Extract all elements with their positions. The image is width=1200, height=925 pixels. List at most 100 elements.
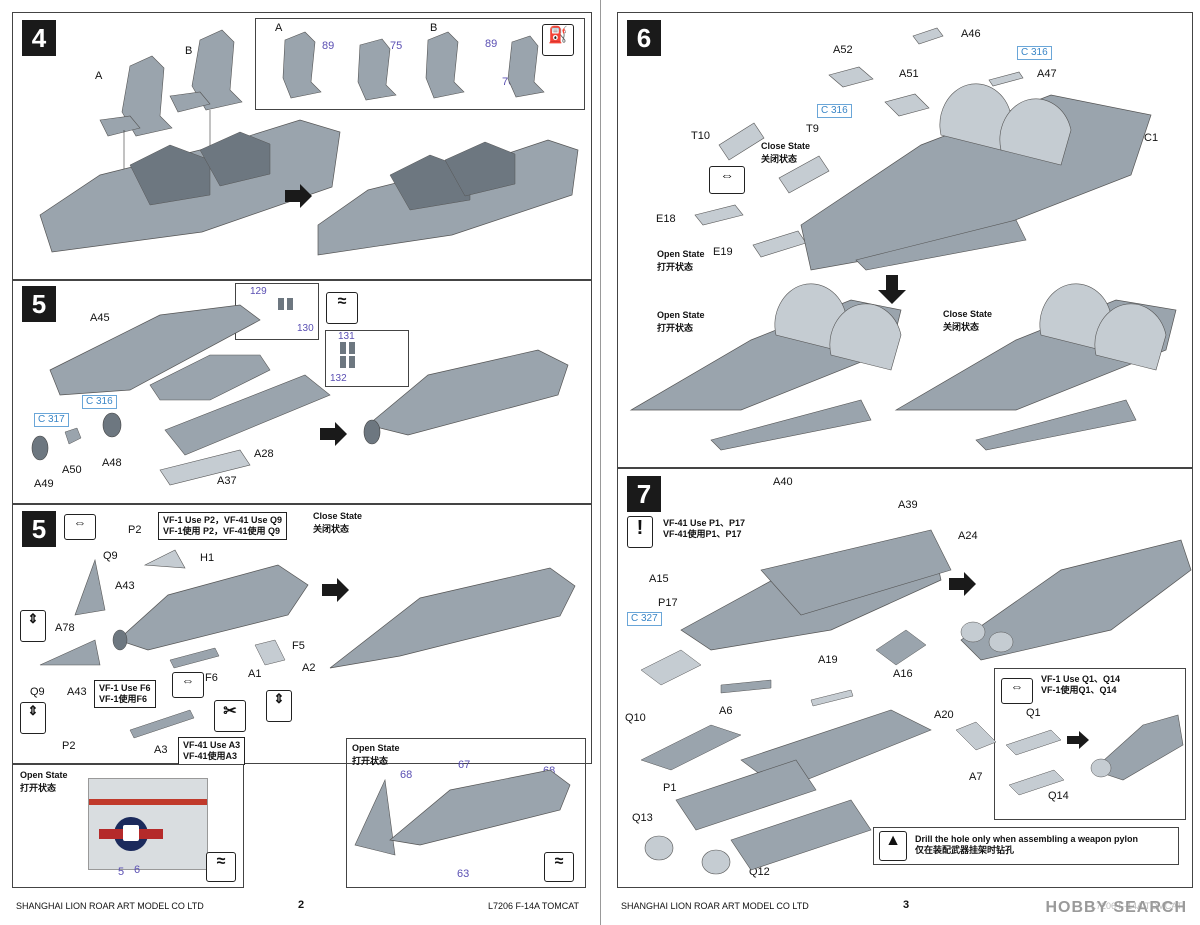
part-a48: A48 <box>102 457 122 469</box>
callout-c317: C 317 <box>34 413 69 427</box>
part-q9b: Q9 <box>30 686 45 698</box>
choice-icon-3[interactable]: ⇕ <box>20 702 46 734</box>
part-a40: A40 <box>773 476 793 488</box>
choice-icon-6[interactable]: ⇔ <box>709 166 745 194</box>
roundel-star <box>123 825 139 841</box>
seat-label-b: B <box>185 45 193 57</box>
inset-label-b: B <box>430 22 438 34</box>
note-p2-q9: VF-1 Use P2，VF-41 Use Q9 VF-1使用 P2，VF-41… <box>158 512 288 540</box>
part-p1: P1 <box>663 782 677 794</box>
step-5b-frame <box>12 504 592 764</box>
part-q1: Q1 <box>1026 707 1041 719</box>
decal-67: 67 <box>458 759 471 771</box>
warning-icon: ! <box>627 516 653 548</box>
choice-icon-5[interactable]: ⇕ <box>266 690 292 722</box>
part-a19: A19 <box>818 654 838 666</box>
part-a24: A24 <box>958 530 978 542</box>
step-5b-drawing <box>39 549 576 739</box>
note-vf1-line1: VF-1 Use Q1、Q14 <box>1041 674 1121 684</box>
callout-c327: C 327 <box>627 612 662 626</box>
part-f6: F6 <box>205 672 218 684</box>
part-h1: H1 <box>200 552 215 564</box>
step-4-number: 4 <box>22 20 56 56</box>
decal-131: 131 <box>338 331 355 342</box>
drill-icon: ▲ <box>879 831 907 861</box>
callout-c316: C 316 <box>82 395 117 409</box>
open-state-title-1: Open State <box>20 770 68 780</box>
part-q14: Q14 <box>1048 790 1069 802</box>
choice-icon-4[interactable]: ⇔ <box>172 672 204 698</box>
decal-5: 5 <box>118 866 125 878</box>
part-e19: E19 <box>713 246 733 258</box>
note-a3-line1: VF-41 Use A3 <box>183 740 241 750</box>
decal-63: 63 <box>457 868 470 880</box>
choice-icon-7[interactable]: ⇔ <box>1001 678 1033 704</box>
open-state-cn-1: 打开状态 <box>20 783 57 793</box>
seat-label-a: A <box>95 70 103 82</box>
part-89a: 89 <box>322 40 335 52</box>
part-a37: A37 <box>217 475 237 487</box>
decal-water-icon: ≈ <box>326 292 358 324</box>
part-a6: A6 <box>719 705 733 717</box>
step-4-drawing <box>39 29 579 256</box>
inset-label-a: A <box>275 22 283 34</box>
part-p2: P2 <box>128 524 142 536</box>
cut-icon: ✂ <box>214 700 246 732</box>
part-t10: T10 <box>691 130 710 142</box>
hobby-search-watermark: HOBBY SEARCH <box>1045 899 1187 916</box>
close-state-6b-cn: 关闭状态 <box>943 322 980 332</box>
step-5b-number: 5 <box>22 511 56 547</box>
part-a78: A78 <box>55 622 75 634</box>
decal-130: 130 <box>297 323 314 334</box>
note-p2-line1: VF-1 Use P2，VF-41 Use Q9 <box>163 515 283 525</box>
part-p2b: P2 <box>62 740 76 752</box>
open-state-box-2 <box>346 738 586 888</box>
note-f6-line1: VF-1 Use F6 <box>99 683 151 693</box>
part-q10: Q10 <box>625 712 646 724</box>
part-a15: A15 <box>649 573 669 585</box>
step-4-frame <box>12 12 592 280</box>
part-a1: A1 <box>248 668 262 680</box>
part-a43: A43 <box>115 580 135 592</box>
note-p2-line2: VF-1使用 P2，VF-41使用 Q9 <box>163 526 281 536</box>
step-7-number: 7 <box>627 476 661 512</box>
decal-6: 6 <box>134 864 141 876</box>
part-p17: P17 <box>658 597 678 609</box>
drill-line2: 仅在装配武器挂架时钻孔 <box>915 845 1015 855</box>
part-a43b: A43 <box>67 686 87 698</box>
step-7-frame <box>617 468 1193 888</box>
footer-model-left: L7206 F-14A TOMCAT <box>488 901 580 911</box>
step-4-inset <box>255 18 585 110</box>
q1-q14-box <box>994 668 1186 820</box>
part-a3: A3 <box>154 744 168 756</box>
drill-note: Drill the hole only when assembling a we… <box>911 832 1142 858</box>
decal-132: 132 <box>330 373 347 384</box>
part-a52: A52 <box>833 44 853 56</box>
step-6-frame <box>617 12 1193 468</box>
note-step7-line2: VF-41使用P1、P17 <box>663 529 742 539</box>
part-75: 75 <box>390 40 403 52</box>
open-state-cn-2: 打开状态 <box>352 756 389 766</box>
choice-icon[interactable]: ⇔ <box>64 514 96 540</box>
note-vf1-line2: VF-1使用Q1、Q14 <box>1041 685 1117 695</box>
roundel-decal-photo <box>88 778 208 870</box>
part-a51: A51 <box>899 68 919 80</box>
step-7-drawing <box>640 529 1192 875</box>
part-a47: A47 <box>1037 68 1057 80</box>
choice-icon-2[interactable]: ⇕ <box>20 610 46 642</box>
step-5a-drawing <box>31 298 569 486</box>
open-state-6-cn: 打开状态 <box>657 262 694 272</box>
page-number-right: 3 <box>903 899 910 911</box>
decal-129: 129 <box>250 286 267 297</box>
part-a2: A2 <box>302 662 316 674</box>
footer-model-right: L7206 F-14A TOMCAT <box>1091 901 1183 911</box>
part-a45: A45 <box>90 312 110 324</box>
close-state-cn: 关闭状态 <box>313 524 350 534</box>
step-5a-number: 5 <box>22 286 56 322</box>
open-state-2-drawing <box>354 769 571 856</box>
close-state-6-cn: 关闭状态 <box>761 154 798 164</box>
part-a50: A50 <box>62 464 82 476</box>
open-state-6b: Open State <box>657 310 705 320</box>
part-e18: E18 <box>656 213 676 225</box>
page-number-left: 2 <box>298 899 305 911</box>
